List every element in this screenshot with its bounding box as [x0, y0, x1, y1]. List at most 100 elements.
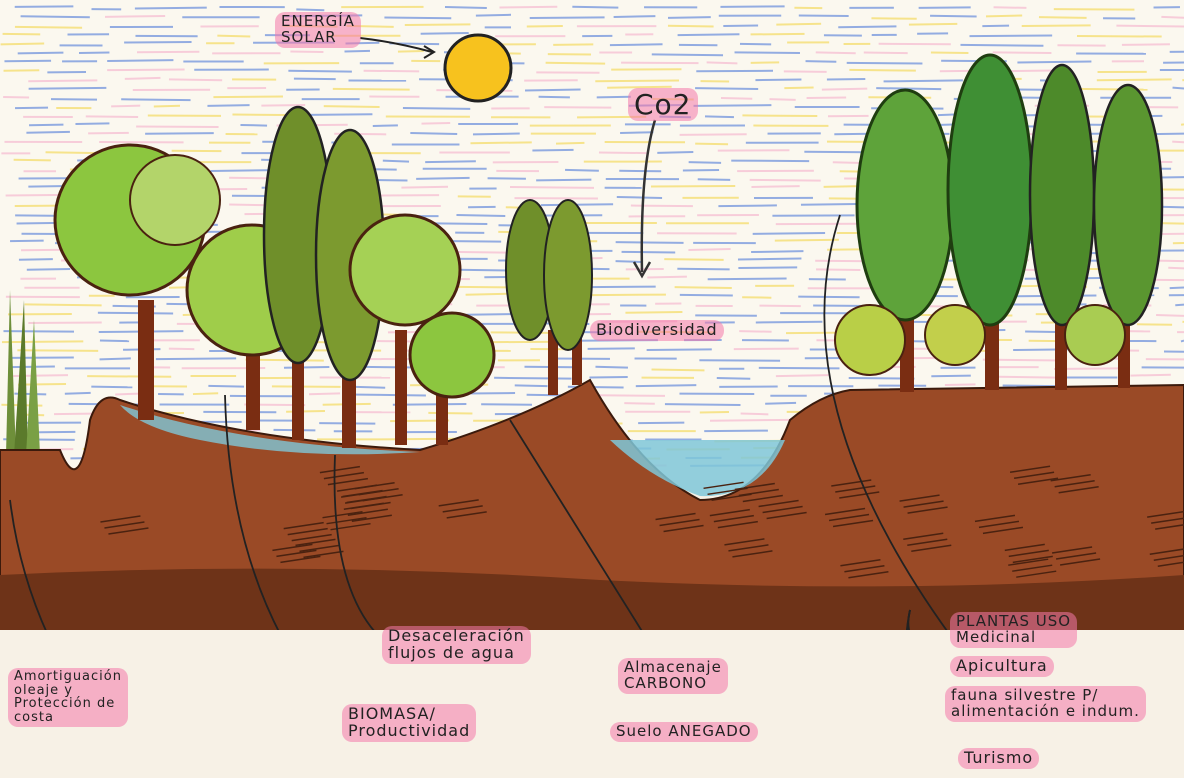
- sky-stroke: [677, 269, 729, 270]
- sky-stroke: [207, 105, 249, 106]
- label-amortiguacion: Amortiguación oleaje y Protección de cos…: [8, 668, 128, 727]
- sky-stroke: [751, 34, 805, 35]
- sky-stroke: [481, 404, 532, 405]
- sky-stroke: [657, 152, 693, 153]
- sky-stroke: [759, 306, 800, 307]
- sky-stroke: [556, 143, 584, 144]
- sky-stroke: [739, 331, 771, 332]
- sky-stroke: [704, 431, 768, 432]
- sky-stroke: [624, 403, 655, 404]
- sky-stroke: [364, 71, 420, 72]
- sky-stroke: [705, 116, 734, 117]
- sky-stroke: [145, 133, 214, 134]
- sky-stroke: [348, 395, 426, 396]
- sky-stroke: [156, 358, 236, 359]
- sky-stroke: [970, 35, 1053, 36]
- sky-stroke: [499, 7, 557, 8]
- sky-stroke: [617, 197, 662, 198]
- label-desaceleracion: Desaceleración flujos de agua: [382, 626, 531, 664]
- sky-stroke: [286, 411, 325, 412]
- sky-stroke: [546, 63, 606, 64]
- sky-stroke: [284, 367, 329, 368]
- sky-stroke: [631, 206, 693, 207]
- sky-stroke: [695, 88, 758, 89]
- sky-stroke: [15, 27, 82, 28]
- sky-stroke: [416, 178, 469, 179]
- sky-stroke: [217, 36, 250, 37]
- sky-stroke: [750, 180, 821, 181]
- sky-stroke: [421, 33, 469, 34]
- sky-stroke: [707, 62, 738, 63]
- sky-stroke: [930, 16, 977, 17]
- sky-stroke: [1137, 324, 1172, 325]
- sky-stroke: [527, 26, 563, 27]
- sky-stroke: [765, 403, 796, 404]
- sky-stroke: [1172, 142, 1184, 143]
- sky-stroke: [121, 99, 190, 100]
- sky-stroke: [998, 377, 1057, 378]
- sky-stroke: [616, 261, 641, 262]
- sky-stroke: [652, 54, 723, 55]
- sky-stroke: [694, 105, 772, 106]
- sky-stroke: [849, 70, 915, 71]
- sky-stroke: [26, 132, 69, 133]
- sky-stroke: [229, 205, 264, 206]
- sky-stroke: [532, 150, 573, 151]
- sky-stroke: [1161, 17, 1184, 18]
- sky-stroke: [536, 180, 591, 181]
- sky-stroke: [625, 312, 682, 313]
- sky-stroke: [18, 53, 64, 54]
- sky-stroke: [25, 304, 102, 305]
- label-turismo: Turismo: [958, 748, 1039, 769]
- sky-stroke: [698, 179, 730, 180]
- sky-stroke: [718, 205, 777, 206]
- sky-stroke: [6, 195, 67, 196]
- sky-stroke: [838, 26, 896, 27]
- sky-stroke: [539, 97, 570, 98]
- sky-stroke: [620, 132, 653, 133]
- sky-stroke: [595, 367, 627, 368]
- sky-stroke: [775, 240, 839, 241]
- sky-stroke: [421, 123, 450, 124]
- label-fauna: fauna silvestre P/ alimentación e indum.: [945, 686, 1146, 722]
- sky-stroke: [597, 395, 666, 396]
- sky-stroke: [801, 204, 856, 205]
- sky-stroke: [28, 80, 97, 81]
- sky-stroke: [261, 105, 305, 106]
- sky-stroke: [445, 7, 487, 8]
- sky-stroke: [668, 26, 714, 27]
- sky-stroke: [1173, 88, 1184, 89]
- sky-stroke: [510, 187, 594, 188]
- sky-stroke: [993, 52, 1052, 53]
- sky-stroke: [29, 88, 107, 89]
- sky-stroke: [822, 89, 867, 90]
- sky-stroke: [107, 60, 173, 61]
- sky-stroke: [931, 376, 970, 377]
- sky-stroke: [525, 89, 581, 90]
- sky-stroke: [470, 142, 531, 143]
- sky-stroke: [1130, 375, 1170, 376]
- sky-stroke: [884, 80, 963, 81]
- sky-stroke: [107, 69, 184, 70]
- sky-stroke: [717, 378, 751, 379]
- right-forest: [835, 55, 1162, 392]
- sky-stroke: [909, 24, 957, 25]
- sky-stroke: [770, 99, 796, 100]
- sky-stroke: [240, 125, 267, 126]
- sky-stroke: [636, 385, 697, 386]
- sky-stroke: [4, 61, 51, 62]
- sky-stroke: [738, 267, 797, 268]
- sky-stroke: [105, 16, 165, 17]
- sun-icon: [445, 35, 511, 101]
- sky-stroke: [960, 45, 1043, 46]
- sky-stroke: [597, 97, 631, 98]
- sky-stroke: [98, 313, 173, 314]
- sky-stroke: [688, 249, 730, 250]
- sky-stroke: [405, 24, 471, 25]
- sky-stroke: [1170, 287, 1184, 288]
- sky-stroke: [384, 17, 451, 18]
- sky-stroke: [572, 7, 618, 8]
- sky-stroke: [776, 24, 821, 25]
- sky-stroke: [652, 369, 705, 370]
- sky-stroke: [530, 17, 605, 18]
